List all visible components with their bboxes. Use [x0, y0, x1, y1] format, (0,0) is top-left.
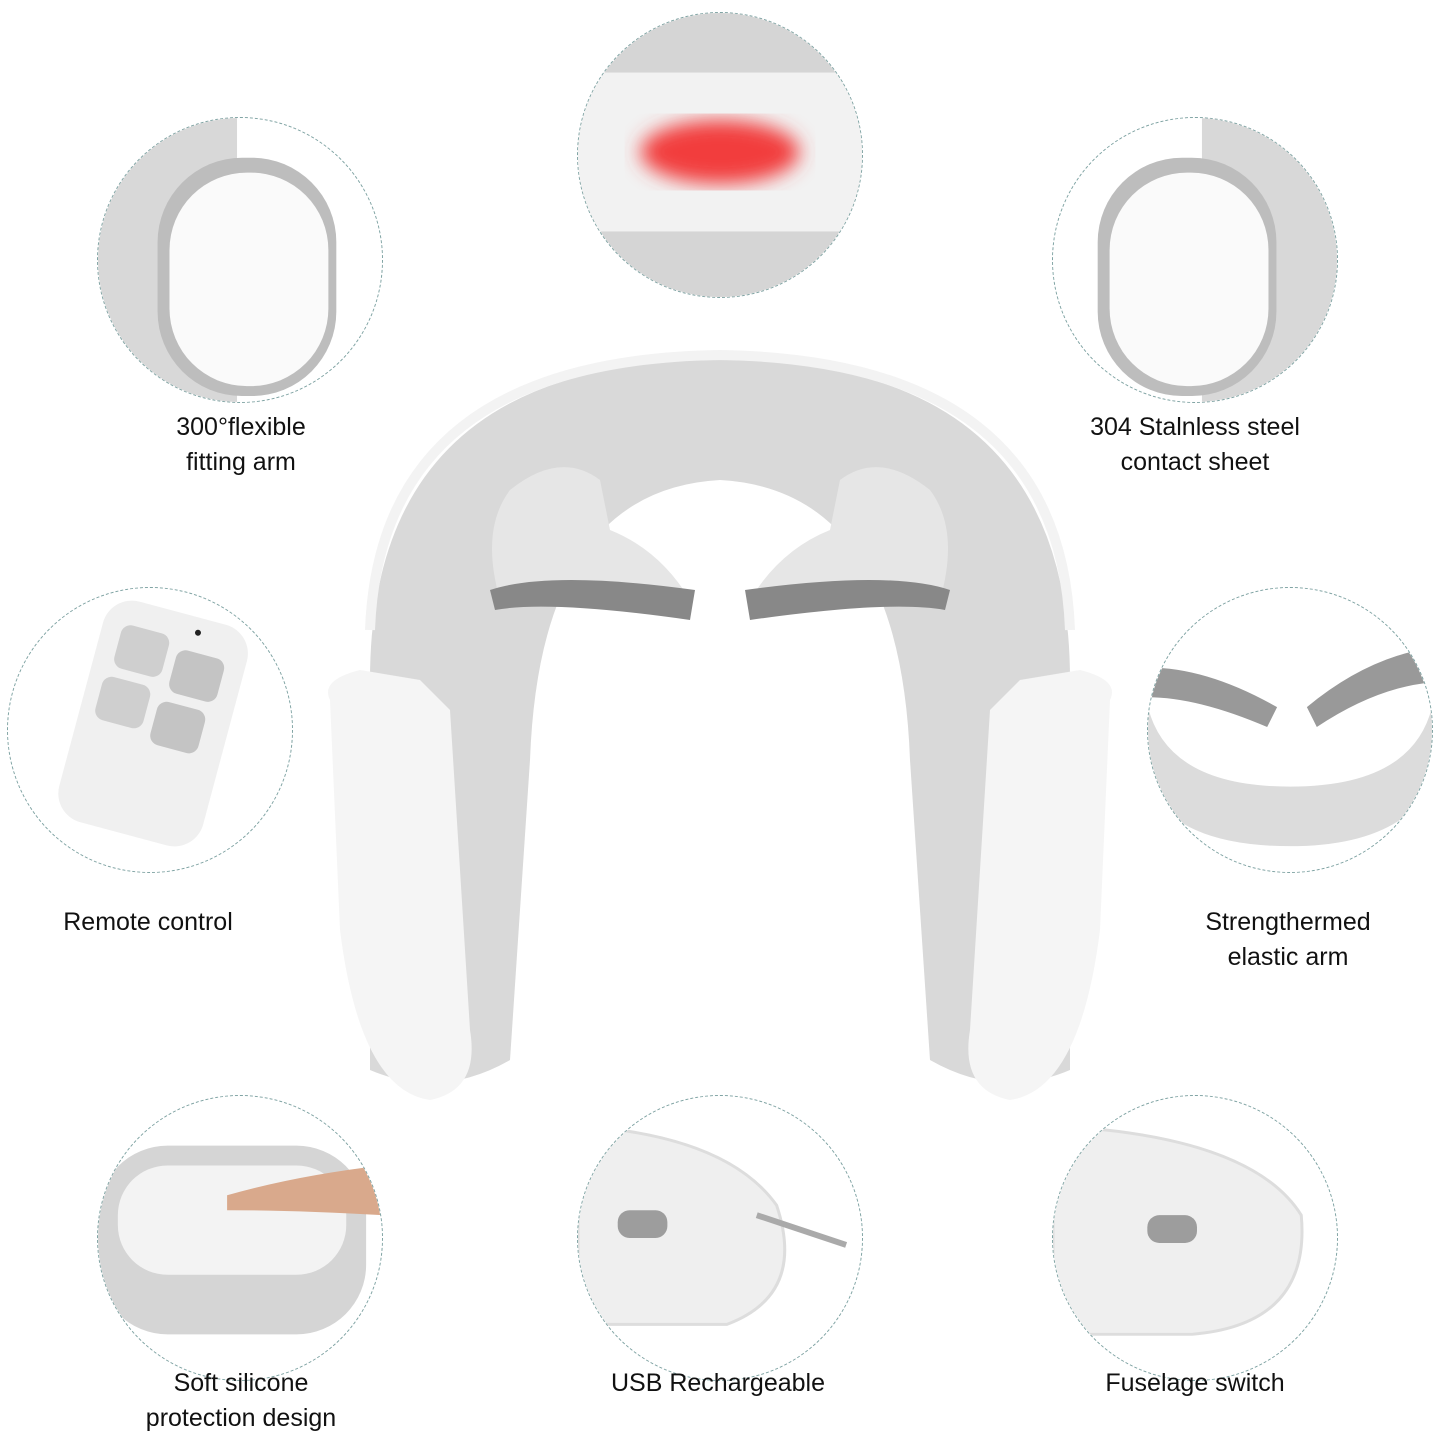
label-switch: Fuselage switch [1105, 1369, 1285, 1397]
feature-circle-stainless-steel [1052, 117, 1338, 403]
feature-circle-elastic-arm [1147, 587, 1433, 873]
feature-circle-remote-control [7, 587, 293, 873]
feature-circle-switch [1052, 1095, 1338, 1381]
neck-massager-image [328, 349, 1112, 1100]
right-electrode [745, 467, 950, 620]
label-usb: USB Rechargeable [610, 1369, 825, 1397]
feature-circle-usb [577, 1095, 863, 1381]
feature-circle-heating [577, 12, 863, 298]
feature-circle-silicone [97, 1095, 383, 1381]
left-electrode [490, 467, 695, 620]
label-remote-control: Remote control [63, 908, 233, 936]
feature-circle-flexible-arm [97, 117, 383, 403]
